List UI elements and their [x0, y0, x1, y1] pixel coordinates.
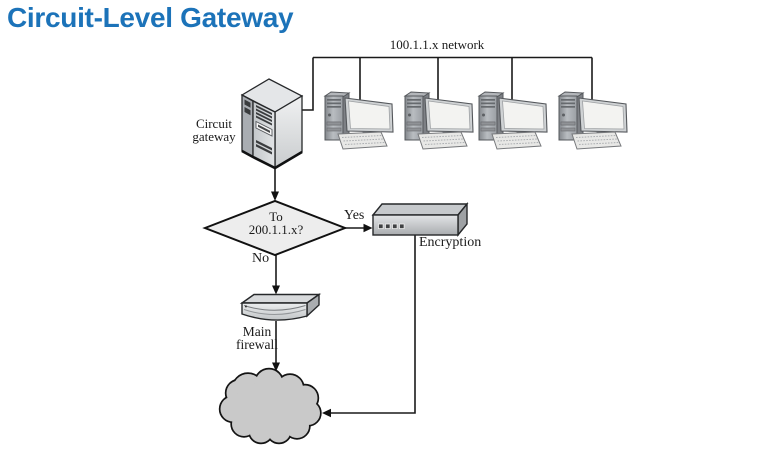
network-label: 100.1.1.x network — [389, 37, 485, 52]
workstation-icon-3 — [478, 91, 548, 150]
encryption-label: Encryption — [419, 235, 482, 250]
encryption-device-icon — [371, 202, 469, 237]
workstation-icon-2 — [404, 91, 474, 150]
arrowheads — [271, 191, 373, 418]
connector-lines — [274, 56, 593, 414]
circuit-gateway-server-icon — [240, 78, 304, 170]
main-firewall-icon — [239, 293, 322, 321]
main-firewall-label: Main firewall — [236, 324, 278, 352]
yes-label: Yes — [344, 208, 365, 223]
workstation-icon-4 — [558, 91, 628, 150]
arrow-into-cloud-top — [272, 362, 280, 372]
decision-label: To 200.1.1.x? — [248, 209, 304, 237]
circuit-gateway-label: Circuit gateway — [192, 116, 236, 144]
internet-cloud-icon — [218, 367, 322, 445]
workstation-icon-1 — [324, 91, 394, 150]
bus-to-gateway-line — [302, 57, 314, 111]
arrow-into-firewall — [272, 285, 280, 295]
page-title: Circuit-Level Gateway — [7, 2, 294, 33]
no-label: No — [252, 251, 270, 266]
arrow-into-decision — [271, 191, 279, 201]
arrow-into-encryption — [363, 223, 373, 233]
encryption-to-cloud-line — [331, 235, 416, 414]
decision-diamond — [202, 199, 348, 257]
arrow-into-cloud-right — [322, 408, 331, 418]
